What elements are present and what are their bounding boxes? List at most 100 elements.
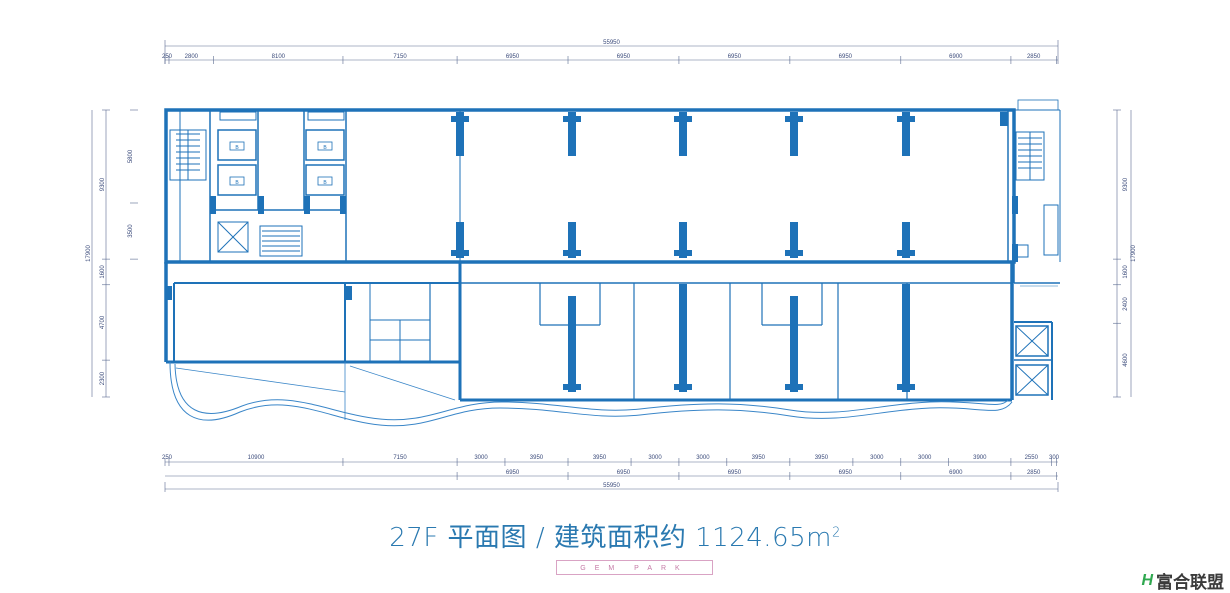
watermark-text: 富合联盟 [1156, 573, 1224, 593]
dimension-label: 3000 [918, 455, 932, 461]
dimension-lines [91, 45, 1132, 490]
dimension-label: 1600 [1123, 265, 1129, 279]
column [897, 116, 915, 122]
column [210, 196, 216, 214]
dimension-label: 4700 [100, 315, 106, 329]
dimension-label: 17900 [1131, 244, 1137, 261]
elevator-label: B [235, 145, 239, 151]
dimension-label: 6950 [506, 54, 520, 60]
dimension-label: 2850 [1027, 470, 1041, 476]
column [902, 112, 910, 156]
column [679, 112, 687, 156]
dimension-label: 6950 [839, 470, 853, 476]
column [1012, 244, 1018, 262]
column [568, 222, 576, 258]
dimension-label: 250 [162, 455, 173, 461]
core-right [1015, 99, 1059, 396]
column [166, 286, 172, 300]
dimension-label: 3950 [593, 455, 607, 461]
column [674, 250, 692, 256]
elevator-label: B [235, 180, 239, 186]
area-unit-superscript: 2 [831, 525, 841, 541]
column [340, 196, 346, 214]
dimension-labels: 55950 250 2800 8100 7150 6950 6950 6950 6950 6900… [86, 40, 1137, 489]
dimension-label: 55950 [603, 40, 620, 46]
dimension-label: 6950 [728, 54, 742, 60]
watermark-logo-icon: H [1141, 571, 1153, 589]
column [304, 196, 310, 214]
interior-walls [166, 110, 1060, 400]
column [456, 222, 464, 258]
dimension-label: 6950 [617, 54, 631, 60]
dimension-label: 2800 [185, 54, 199, 60]
structural-columns [166, 112, 1018, 392]
column [674, 384, 692, 390]
column [674, 116, 692, 122]
dimension-label: 9300 [100, 177, 106, 191]
dimension-label: 3950 [815, 455, 829, 461]
dimension-label: 17900 [86, 244, 92, 261]
column [346, 286, 352, 300]
dimension-label: 2550 [1025, 455, 1039, 461]
column [258, 196, 264, 214]
dimension-label: 4600 [1123, 353, 1129, 367]
core-left [169, 110, 346, 257]
column [563, 116, 581, 122]
column [451, 250, 469, 256]
watermark: H 富合联盟 [1141, 568, 1224, 593]
dimension-label: 3000 [870, 455, 884, 461]
dimension-label: 3000 [696, 455, 710, 461]
dimension-label: 250 [162, 54, 173, 60]
column [563, 384, 581, 390]
column [1000, 112, 1008, 126]
floor-title: 27F 平面图 / 建筑面积约 1124.65m2 [0, 517, 1230, 554]
dimension-label: 55950 [603, 483, 620, 489]
column [897, 384, 915, 390]
column [790, 222, 798, 258]
dimension-label: 10900 [248, 455, 265, 461]
dimension-label: 5800 [128, 149, 134, 163]
dimension-label: 3950 [752, 455, 766, 461]
elevator-label: B [323, 145, 327, 151]
column [456, 112, 464, 156]
outer-walls [164, 108, 1061, 402]
dimension-label: 300 [1049, 455, 1060, 461]
dimension-label: 9300 [1123, 177, 1129, 191]
dimension-label: 7150 [393, 455, 407, 461]
dimension-label: 8100 [272, 54, 286, 60]
dimension-label: 6900 [949, 54, 963, 60]
column [568, 296, 576, 392]
dimension-label: 6950 [506, 470, 520, 476]
column [785, 250, 803, 256]
dimension-label: 3500 [128, 224, 134, 238]
dimension-label: 3000 [648, 455, 662, 461]
dimension-label: 3900 [973, 455, 987, 461]
column [897, 250, 915, 256]
column [679, 284, 687, 392]
column [902, 222, 910, 258]
column [790, 296, 798, 392]
elevator-label: B [323, 180, 327, 186]
gem-park-brand: GEM PARK [556, 560, 713, 575]
column [1012, 196, 1018, 214]
dimension-label: 2400 [1123, 297, 1129, 311]
column [568, 112, 576, 156]
dimension-label: 2300 [100, 371, 106, 385]
curved-balcony [169, 361, 1013, 427]
floor-title-text: 27F 平面图 / 建筑面积约 1124.65m [389, 523, 832, 553]
dimension-label: 6900 [949, 470, 963, 476]
dimension-label: 6950 [617, 470, 631, 476]
column [902, 284, 910, 392]
dimension-label: 3000 [474, 455, 488, 461]
dimension-label: 6950 [728, 470, 742, 476]
dimension-ticks [102, 40, 1121, 492]
elevator-labels: B B B B [229, 141, 333, 186]
column [451, 116, 469, 122]
column [790, 112, 798, 156]
column [563, 250, 581, 256]
column [785, 116, 803, 122]
column [679, 222, 687, 258]
dimension-label: 7150 [393, 54, 407, 60]
dimension-label: 2850 [1027, 54, 1041, 60]
